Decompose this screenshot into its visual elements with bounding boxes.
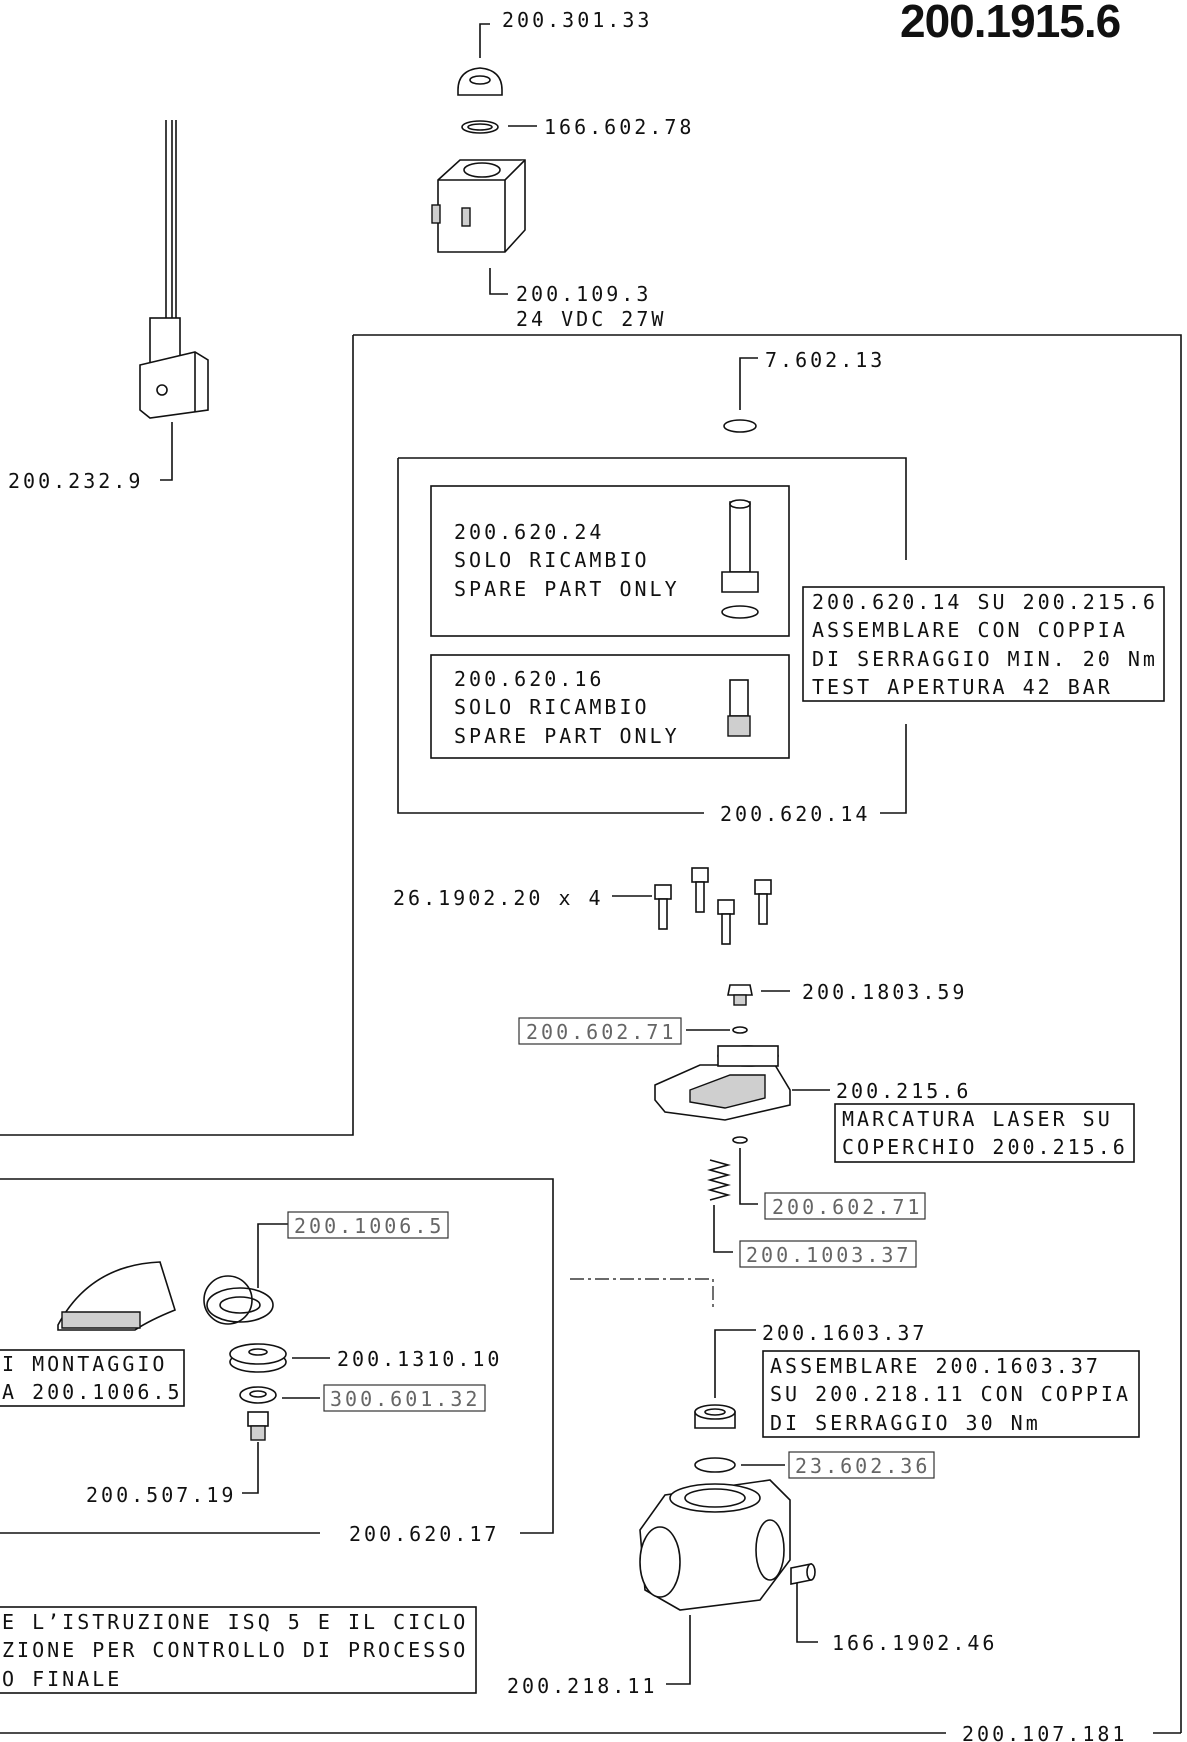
label-diaphragm: 200.1006.5 <box>294 1214 444 1238</box>
note-laser-line-1: MARCATURA LASER SU <box>842 1107 1113 1131</box>
note-laser-line-2: COPERCHIO 200.215.6 <box>842 1135 1128 1159</box>
note-stem-line-4: TEST APERTURA 42 BAR <box>812 675 1113 699</box>
center-line <box>570 1278 714 1310</box>
note-seat-box <box>762 1350 1140 1438</box>
spare-core-line-3: SPARE PART ONLY <box>454 724 680 748</box>
stem-part <box>721 499 759 619</box>
label-washer: 300.601.32 <box>330 1387 480 1411</box>
nut-part <box>457 67 503 96</box>
note-seat-line-1: ASSEMBLARE 200.1603.37 <box>770 1354 1101 1378</box>
connector-part <box>139 120 209 419</box>
label-diaphragm-kit: 200.620.17 <box>349 1522 499 1546</box>
label-pin: 166.1902.46 <box>832 1631 997 1655</box>
label-plug: 200.1803.59 <box>802 980 967 1004</box>
note-stem-line-1: 200.620.14 SU 200.215.6 <box>812 590 1158 614</box>
note-iso-line-1: E L’ISTRUZIONE ISQ 5 E IL CICLO <box>2 1610 468 1634</box>
pin-part <box>790 1563 816 1585</box>
label-valve-assembly: 200.107.181 <box>962 1722 1127 1742</box>
label-oring-small-a: 200.602.71 <box>526 1020 676 1044</box>
oring-small-a-part <box>732 1026 748 1034</box>
diaphragm-kit-frame <box>0 1178 554 1534</box>
spare-core-line-2: SOLO RICAMBIO <box>454 695 650 719</box>
label-insert: 200.507.19 <box>86 1483 236 1507</box>
note-mount-line-2: A 200.1006.5 <box>2 1380 183 1404</box>
label-cover: 200.215.6 <box>836 1079 971 1103</box>
label-oring-small-b: 200.602.71 <box>772 1195 922 1219</box>
note-iso-box <box>0 1606 477 1694</box>
stem-kit-frame <box>398 457 907 560</box>
note-seat-line-3: DI SERRAGGIO 30 Nm <box>770 1411 1041 1435</box>
note-mount-line-1: I MONTAGGIO <box>2 1352 167 1376</box>
screws-part <box>654 867 772 945</box>
core-part <box>727 679 751 737</box>
label-oring-top: 166.602.78 <box>544 115 694 139</box>
spare-core-line-1: 200.620.16 <box>454 667 604 691</box>
note-stem-line-2: ASSEMBLARE CON COPPIA <box>812 618 1128 642</box>
body-part <box>639 1479 791 1611</box>
label-spring: 200.1003.37 <box>746 1243 911 1267</box>
note-seat-line-2: SU 200.218.11 CON COPPIA <box>770 1382 1131 1406</box>
assembly-frame-left <box>0 335 354 1136</box>
label-disc: 200.1310.10 <box>337 1347 502 1371</box>
label-seat: 200.1603.37 <box>762 1321 927 1345</box>
spare-core-box <box>430 654 790 759</box>
note-iso-line-2: ZIONE PER CONTROLLO DI PROCESSO <box>2 1638 468 1662</box>
cover-part <box>654 1045 791 1121</box>
stem-kit-frame-left <box>397 458 704 814</box>
note-mount-box <box>0 1349 185 1407</box>
plug-part <box>727 984 753 1006</box>
washer-part <box>239 1386 277 1404</box>
label-connector: 200.232.9 <box>8 469 143 493</box>
note-laser-box <box>834 1103 1135 1163</box>
note-stem-line-3: DI SERRAGGIO MIN. 20 Nm <box>812 647 1158 671</box>
label-stem-kit: 200.620.14 <box>720 802 870 826</box>
note-stem-box <box>802 586 1165 702</box>
label-body: 200.218.11 <box>507 1674 657 1698</box>
label-oring-body: 23.602.36 <box>795 1454 930 1478</box>
oring-small-b-part <box>732 1136 748 1144</box>
label-coil-spec: 24 VDC 27W <box>516 307 666 331</box>
label-screws: 26.1902.20 x 4 <box>393 886 604 910</box>
seat-part <box>694 1404 736 1429</box>
oring-body-part <box>694 1457 736 1473</box>
disc-part <box>229 1343 287 1373</box>
label-coil-code: 200.109.3 <box>516 282 651 306</box>
diaphragm-part <box>203 1275 274 1325</box>
spring-part <box>707 1159 731 1201</box>
diaphragm-section-detail <box>57 1261 176 1331</box>
spare-stem-line-3: SPARE PART ONLY <box>454 577 680 601</box>
spare-stem-line-2: SOLO RICAMBIO <box>454 548 650 572</box>
label-nut: 200.301.33 <box>502 8 652 32</box>
assembly-frame <box>353 334 1182 1733</box>
spare-stem-line-1: 200.620.24 <box>454 520 604 544</box>
drawing-number: 200.1915.6 <box>900 0 1120 47</box>
note-iso-line-3: O FINALE <box>2 1667 122 1691</box>
coil-part <box>431 159 526 253</box>
insert-part <box>247 1411 269 1441</box>
oring-stem-part <box>723 419 757 433</box>
spare-stem-box <box>430 485 790 637</box>
label-oring-stem: 7.602.13 <box>765 348 885 372</box>
